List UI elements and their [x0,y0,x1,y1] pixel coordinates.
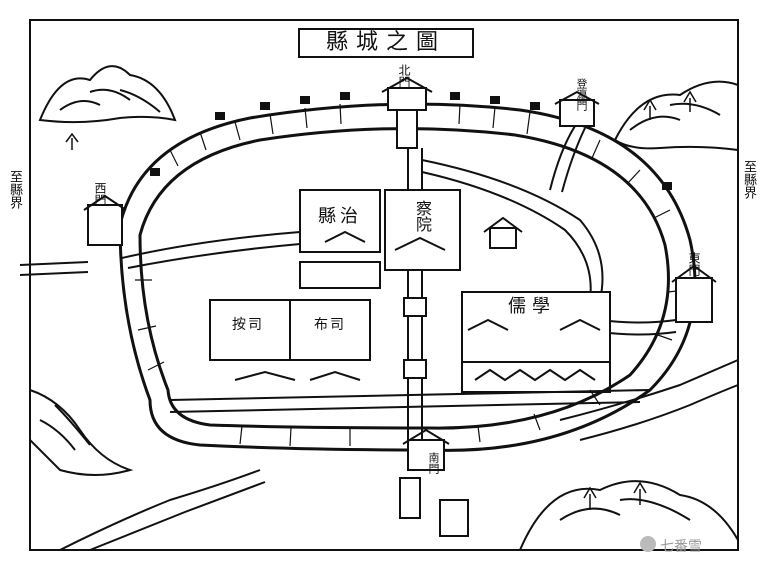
mountains-southeast [518,480,739,551]
county-office-compound [299,189,381,289]
west-gate-tower [83,194,127,246]
mountains-northwest [38,65,177,124]
river-south [59,469,266,551]
watermark-text: 七番雪 [660,539,702,555]
mountains-northeast [613,80,739,152]
map-frame [29,19,739,551]
education-hall-compound [461,291,611,393]
label-county-office: 縣治 [318,206,362,227]
south-gate-tower [399,428,469,537]
provincial-offices-compound [209,299,371,381]
label-censorate: 察院 [413,200,432,232]
label-right-margin: 至縣界 [741,160,756,199]
label-northeast-gate: 登瀛門 [575,78,588,111]
label-office-left: 按司 [232,317,264,333]
label-office-right: 布司 [314,317,346,333]
label-north-gate: 北門 [397,64,411,88]
trees [65,90,697,510]
north-gate-tower [381,76,433,149]
mountains-southwest [29,388,134,476]
wall-battlements [150,92,672,190]
east-gate-tower [671,264,717,323]
label-east-gate: 東門 [687,252,701,276]
censorate-compound [384,189,461,271]
label-left-margin: 至縣界 [7,170,22,209]
memorial-arches [403,297,427,379]
label-education-hall: 儒學 [508,296,556,317]
city-wall [118,102,697,452]
wall-brick-hatching [135,103,686,447]
river-east [559,359,739,441]
label-west-gate: 西門 [93,182,107,206]
temple-building [483,216,523,249]
watermark-icon [640,536,656,552]
northeast-gate-tower [554,90,600,127]
map-title: 縣城之圖 [298,28,474,58]
label-south-gate: 南門 [427,452,440,474]
